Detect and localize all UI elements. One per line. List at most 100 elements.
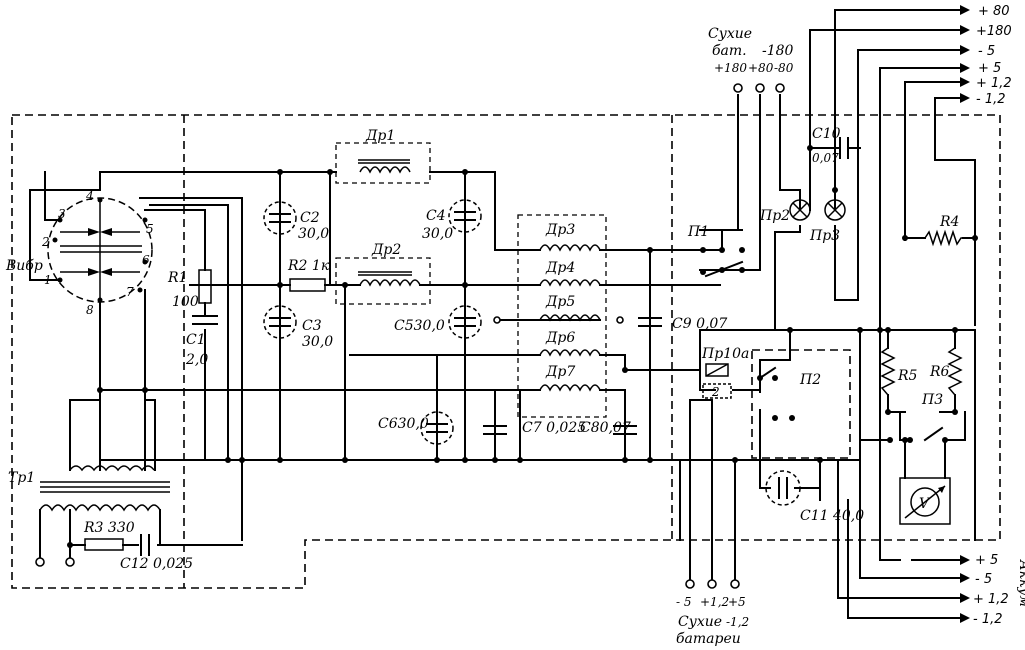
vibrator-pin-5: 5	[146, 222, 154, 236]
resistor-r3	[84, 538, 124, 551]
capacitor-c8	[613, 425, 637, 435]
capacitor-c4	[448, 199, 482, 233]
rail-top-minus1-2: - 1,2	[976, 92, 1006, 107]
terminal-top-plus80[interactable]	[755, 83, 765, 93]
choke-dr3	[519, 244, 601, 252]
junction-dots	[67, 145, 978, 548]
c9-label: C9 0,07	[672, 316, 727, 332]
terminal-top-plus180[interactable]	[733, 83, 743, 93]
accu-rail-plus1-2: + 1,2	[973, 592, 1009, 607]
p2-label: П2	[799, 372, 821, 388]
switch-p2[interactable]	[757, 366, 795, 421]
accu-label: Аккум	[1016, 559, 1025, 607]
capacitor-c10	[839, 137, 849, 159]
terminal-bottom-minus5[interactable]	[685, 579, 695, 589]
rail-top-plus5: + 5	[978, 61, 1001, 76]
dry-battery-bottom-plus1-2: +1,2	[700, 595, 729, 609]
vibrator-pin-1: 1	[44, 273, 52, 287]
dr4-label: Др4	[545, 260, 575, 276]
r1-label: R1	[167, 270, 187, 286]
voltmeter-label: V	[919, 496, 931, 512]
c2-value: 30,0	[298, 226, 329, 242]
transformer-terminal-1[interactable]	[35, 557, 45, 567]
c5-label: C530,0	[394, 318, 445, 334]
switch-p1[interactable]	[700, 229, 745, 278]
dry-battery-top-plus80: +80	[748, 61, 774, 75]
transformer-label: Тр1	[8, 470, 35, 486]
choke-dr5	[493, 314, 624, 324]
rail-top-minus5: - 5	[978, 44, 995, 59]
r6-label: R6	[929, 364, 950, 380]
c4-label: C4	[426, 208, 446, 224]
capacitor-c5	[448, 305, 482, 339]
c11-label: C11 40,0	[800, 508, 864, 524]
pr3-label: Пр3	[809, 228, 840, 244]
dr1-label: Др1	[365, 128, 395, 144]
fuse-pr2	[789, 199, 811, 221]
dr3-label: Др3	[545, 222, 575, 238]
resistor-r6	[947, 347, 963, 396]
accu-rail-arrows	[960, 555, 970, 623]
c1-value: 2,0	[185, 352, 208, 368]
c2-label: C2	[300, 210, 320, 226]
top-rail-arrows	[960, 5, 970, 103]
choke-dr1-shield	[335, 142, 431, 184]
accu-rail-minus1-2: - 1,2	[973, 612, 1003, 627]
dr6-label: Др6	[545, 330, 575, 346]
capacitor-c6	[420, 411, 454, 445]
choke-dr2-shield	[335, 257, 431, 305]
c3-value: 30,0	[302, 334, 333, 350]
c1-label: C1	[186, 332, 206, 348]
c12-label: C12 0,025	[120, 556, 193, 572]
dr5-label: Др5	[545, 294, 575, 310]
transformer-tr1	[39, 465, 170, 512]
c8-label: C80,07	[580, 420, 631, 436]
p1-label: П1	[687, 224, 709, 240]
wiring	[29, 9, 976, 619]
dry-battery-top-minus80: -80	[774, 61, 794, 75]
resistor-r4	[924, 229, 963, 247]
chassis-outline	[11, 114, 1001, 589]
dry-battery-top-minus180: -180	[762, 43, 794, 59]
dry-battery-top-label-1: Сухие	[708, 26, 752, 42]
dry-battery-bottom-minus5: - 5	[676, 595, 692, 609]
fuse-small	[702, 383, 732, 399]
transformer-terminal-2[interactable]	[65, 557, 75, 567]
resistor-r2	[289, 278, 326, 292]
choke-dr2	[358, 271, 421, 287]
c3-label: C3	[302, 318, 322, 334]
dry-battery-bottom-plus5: +5	[728, 595, 746, 609]
rail-top-plus80: + 80	[978, 4, 1010, 19]
choke-dr4	[519, 279, 601, 287]
vibrator-pin-2: 2	[41, 235, 50, 249]
vibrator-label: Вибр	[5, 258, 43, 274]
pr1-label: Пр10а	[701, 346, 749, 362]
dry-battery-bottom-label-1: Сухие	[678, 614, 722, 630]
choke-dr1	[358, 159, 411, 174]
resistor-r1	[198, 269, 212, 304]
vibrator-pin-6: 6	[142, 253, 150, 267]
dry-battery-bottom-label-2: батареи	[676, 631, 741, 647]
c6-label: C630,0	[378, 416, 429, 432]
terminal-bottom-plus1-2[interactable]	[707, 579, 717, 589]
terminal-top-minus80[interactable]	[775, 83, 785, 93]
terminal-bottom-plus5[interactable]	[730, 579, 740, 589]
voltmeter	[899, 477, 951, 525]
capacitor-c11	[765, 470, 801, 506]
choke-dr3-dr7-shield	[517, 214, 607, 418]
resistor-r5	[880, 347, 896, 396]
r1-value: 100	[172, 294, 199, 310]
switch-p3[interactable]	[887, 426, 948, 443]
fuse-pr3	[824, 199, 846, 221]
fuse-small-label: 2	[711, 385, 720, 399]
dry-battery-top-label-2: бат.	[712, 43, 747, 59]
pr2-label: Пр2	[759, 208, 790, 224]
choke-dr6	[519, 349, 601, 357]
vibrator-pin-8: 8	[86, 303, 94, 317]
vibrator-pin-4: 4	[85, 189, 94, 203]
r2-label: R2 1к	[287, 258, 330, 274]
capacitor-c7	[483, 425, 507, 435]
fuse-pr1	[705, 363, 729, 377]
